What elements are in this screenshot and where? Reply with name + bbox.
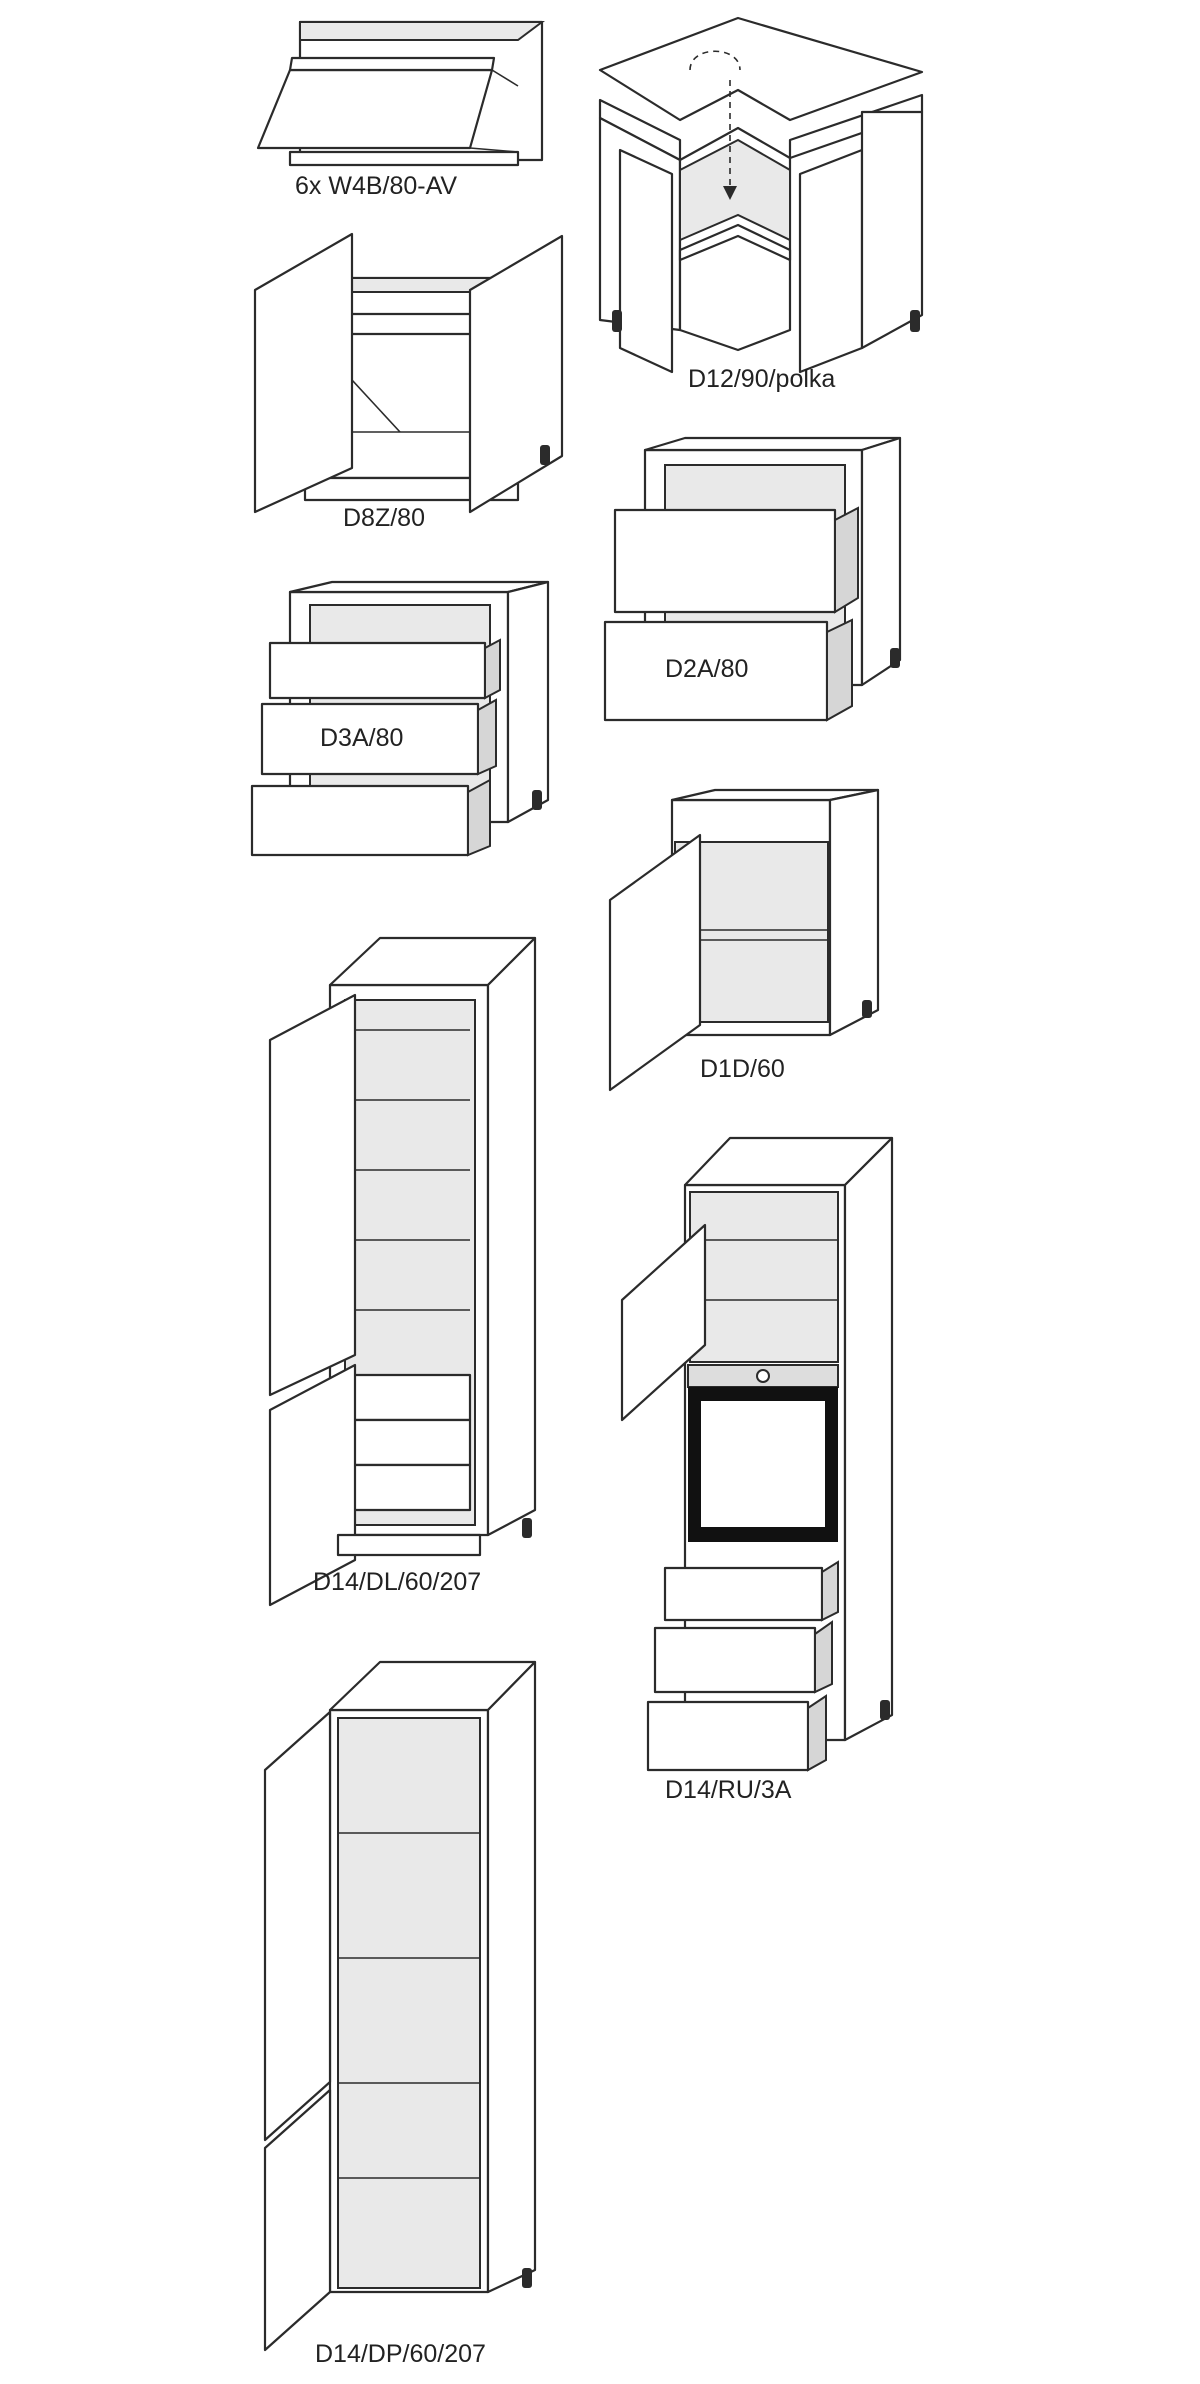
cabinet-w4b-drawing (256, 20, 545, 167)
cabinet-label-d14ru: D14/RU/3A (665, 1776, 792, 1804)
cabinet-d12-drawing (598, 16, 924, 374)
cabinet-d8z-drawing (253, 232, 564, 514)
cabinet-label-d8z: D8Z/80 (343, 504, 425, 532)
cabinet-d14dp-drawing (263, 1660, 537, 2352)
cabinet-label-d2a: D2A/80 (665, 655, 749, 683)
cabinet-label-d14dl: D14/DL/60/207 (313, 1568, 482, 1596)
cabinet-label-d3a: D3A/80 (320, 724, 404, 752)
cabinet-d1d-drawing (608, 788, 880, 1092)
cabinet-d2a-drawing (603, 436, 902, 722)
cabinet-label-d12: D12/90/polka (688, 365, 836, 393)
cabinet-label-d14dp: D14/DP/60/207 (315, 2340, 486, 2368)
cabinet-label-w4b: 6x W4B/80-AV (295, 172, 458, 200)
cabinet-d14dl-drawing (268, 936, 537, 1607)
cabinet-d14ru-drawing (620, 1136, 894, 1772)
cabinet-label-d1d: D1D/60 (700, 1055, 785, 1083)
cabinet-d3a-drawing (250, 580, 550, 857)
